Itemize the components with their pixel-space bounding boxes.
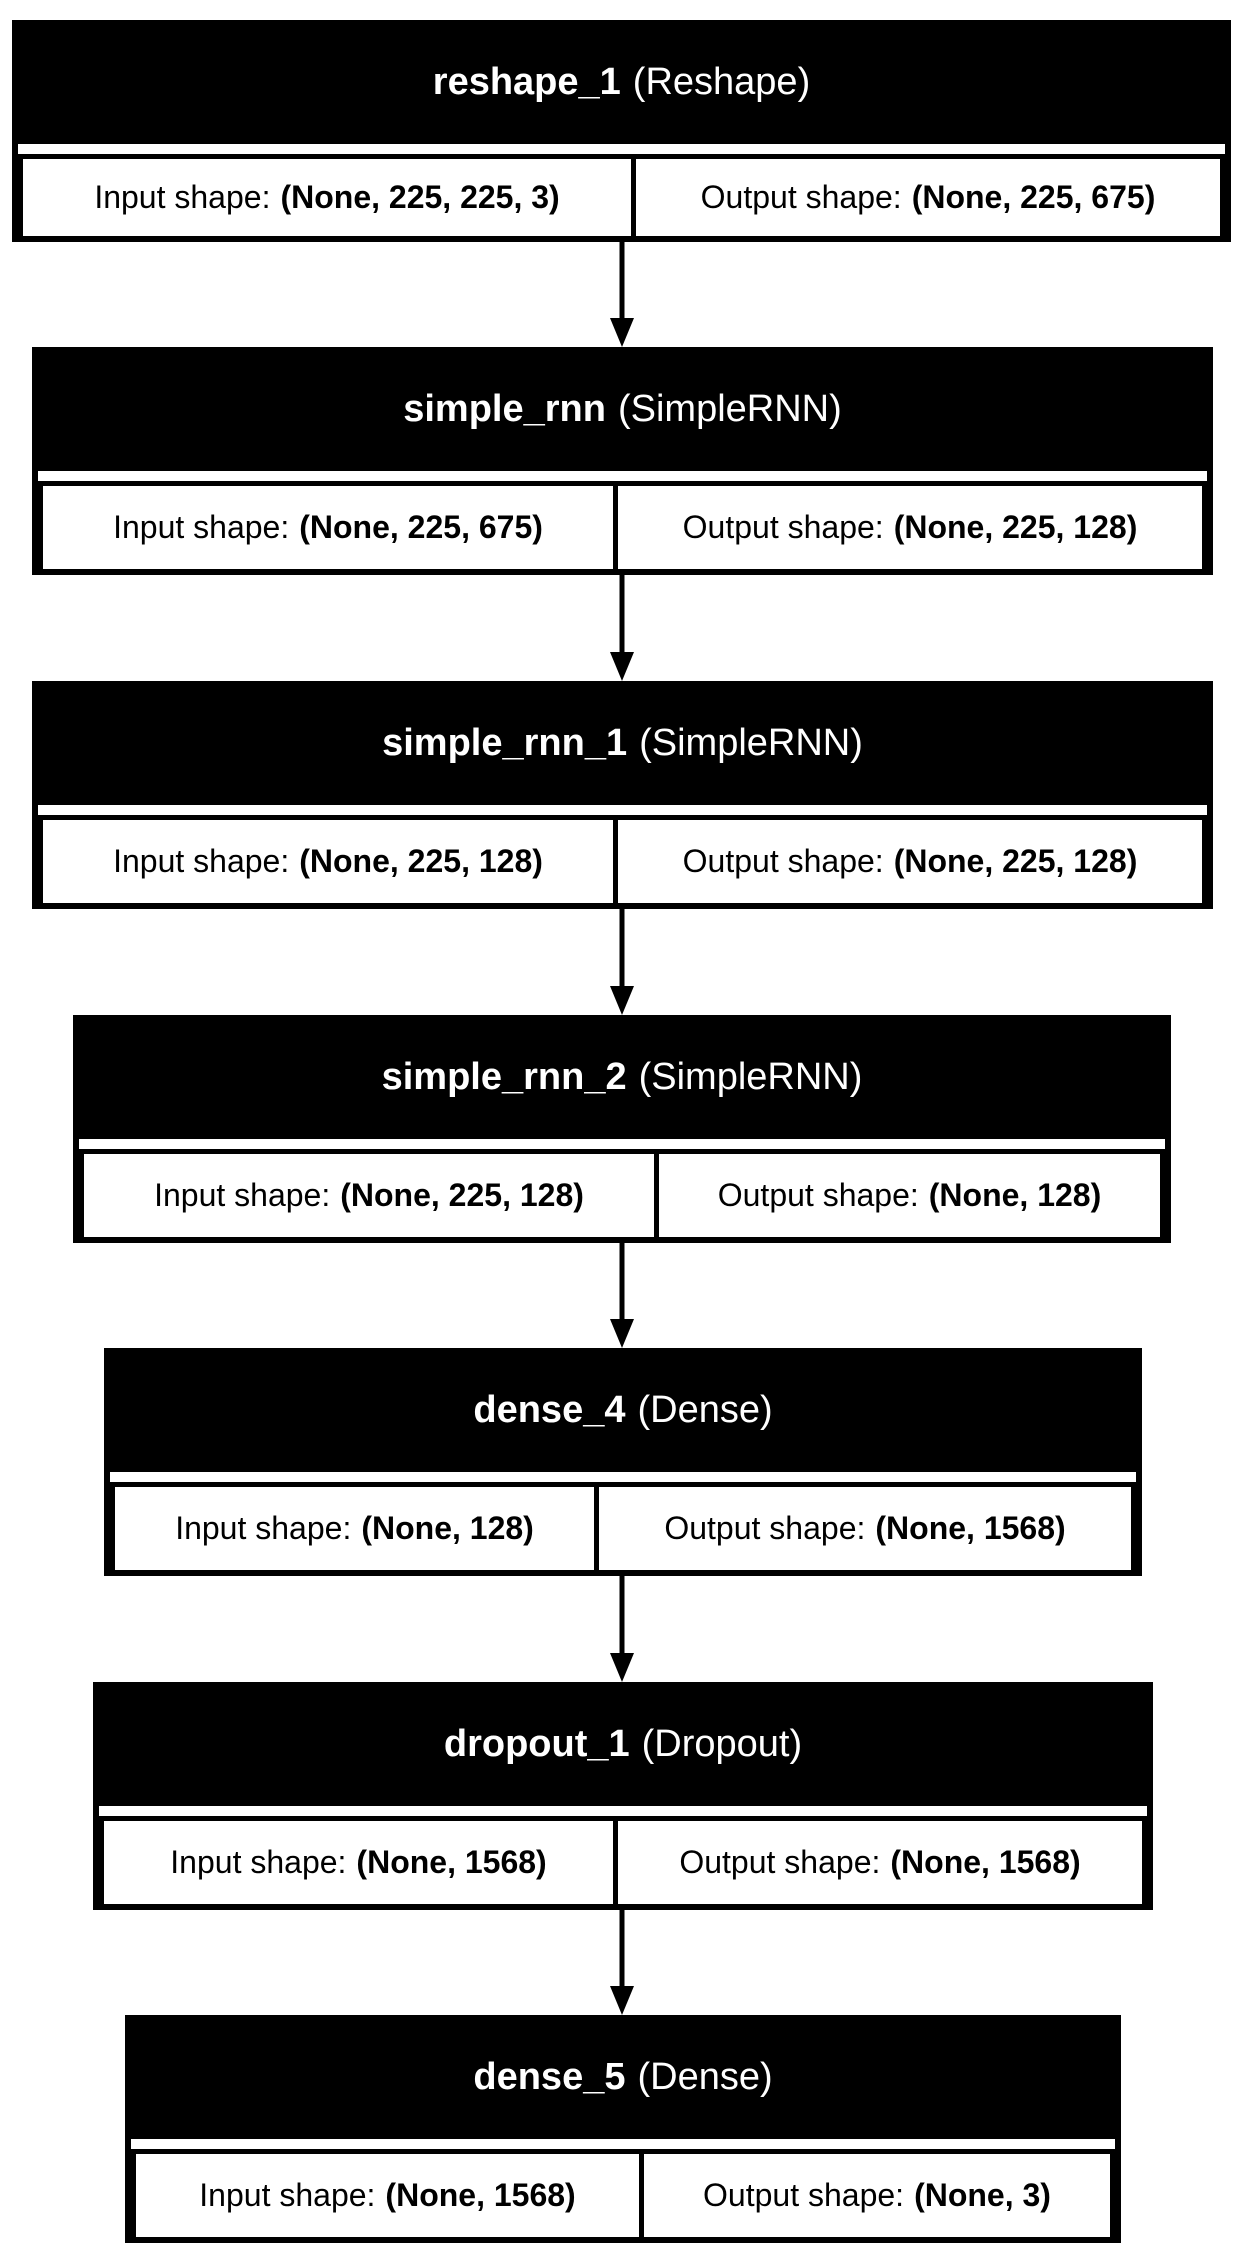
layer-header: simple_rnn_1 (SimpleRNN) (32, 681, 1213, 805)
layer-name: simple_rnn (403, 387, 606, 430)
input-shape-label: Input shape: (113, 843, 290, 879)
layer-type: (Dropout) (641, 1722, 803, 1765)
layer-type: (SimpleRNN) (639, 721, 863, 764)
layer-type: (Dense) (637, 1388, 773, 1431)
output-shape-cell: Output shape: (None, 225, 128) (613, 815, 1207, 903)
output-shape-value: (None, 225, 128) (893, 843, 1138, 879)
layer-node-dense-4: dense_4 (Dense) Input shape: (None, 128)… (104, 1348, 1142, 1576)
layer-name: reshape_1 (432, 60, 621, 103)
layer-shapes: Input shape: (None, 225, 128) Output sha… (73, 1139, 1171, 1243)
input-shape-label: Input shape: (154, 1177, 331, 1213)
layer-name: dense_5 (473, 2055, 626, 2098)
layer-name: dropout_1 (443, 1722, 630, 1765)
layer-node-dense-5: dense_5 (Dense) Input shape: (None, 1568… (125, 2015, 1121, 2243)
input-shape-label: Input shape: (199, 2177, 376, 2213)
output-shape-label: Output shape: (682, 843, 884, 879)
layer-node-simple-rnn: simple_rnn (SimpleRNN) Input shape: (Non… (32, 347, 1213, 575)
output-shape-cell: Output shape: (None, 3) (639, 2149, 1115, 2237)
output-shape-label: Output shape: (700, 179, 902, 215)
layer-shapes: Input shape: (None, 225, 225, 3) Output … (12, 144, 1231, 242)
input-shape-value: (None, 1568) (385, 2177, 576, 2213)
output-shape-cell: Output shape: (None, 128) (654, 1149, 1165, 1237)
input-shape-label: Input shape: (94, 179, 271, 215)
input-shape-label: Input shape: (113, 509, 290, 545)
layer-node-reshape-1: reshape_1 (Reshape) Input shape: (None, … (12, 20, 1231, 242)
layer-type: (Reshape) (632, 60, 811, 103)
output-shape-label: Output shape: (682, 509, 884, 545)
arrow-reshape-to-rnn (610, 242, 634, 347)
layer-header: dropout_1 (Dropout) (93, 1682, 1153, 1806)
layer-node-simple-rnn-2: simple_rnn_2 (SimpleRNN) Input shape: (N… (73, 1015, 1171, 1243)
layer-shapes: Input shape: (None, 225, 675) Output sha… (32, 471, 1213, 575)
arrow-dropout1-to-dense5 (610, 1910, 634, 2015)
input-shape-cell: Input shape: (None, 225, 128) (79, 1149, 659, 1237)
output-shape-value: (None, 3) (914, 2177, 1051, 2213)
layer-name: simple_rnn_1 (382, 721, 628, 764)
layer-header: dense_5 (Dense) (125, 2015, 1121, 2139)
output-shape-label: Output shape: (703, 2177, 905, 2213)
layer-header: reshape_1 (Reshape) (12, 20, 1231, 144)
arrow-dense4-to-dropout1 (610, 1576, 634, 1682)
output-shape-cell: Output shape: (None, 1568) (594, 1482, 1136, 1570)
output-shape-value: (None, 225, 128) (893, 509, 1138, 545)
output-shape-value: (None, 128) (928, 1177, 1102, 1213)
layer-shapes: Input shape: (None, 1568) Output shape: … (125, 2139, 1121, 2243)
layer-type: (SimpleRNN) (638, 1055, 863, 1098)
layer-header: dense_4 (Dense) (104, 1348, 1142, 1472)
input-shape-cell: Input shape: (None, 225, 225, 3) (18, 154, 636, 236)
arrow-rnn-to-rnn1 (610, 575, 634, 681)
output-shape-value: (None, 1568) (890, 1844, 1081, 1880)
layer-shapes: Input shape: (None, 225, 128) Output sha… (32, 805, 1213, 909)
output-shape-value: (None, 225, 675) (911, 179, 1156, 215)
input-shape-value: (None, 1568) (356, 1844, 547, 1880)
output-shape-cell: Output shape: (None, 1568) (613, 1816, 1147, 1904)
layer-type: (Dense) (637, 2055, 773, 2098)
layer-name: simple_rnn_2 (381, 1055, 627, 1098)
output-shape-cell: Output shape: (None, 225, 128) (613, 481, 1207, 569)
input-shape-label: Input shape: (170, 1844, 347, 1880)
input-shape-cell: Input shape: (None, 225, 128) (38, 815, 618, 903)
input-shape-label: Input shape: (175, 1510, 352, 1546)
output-shape-label: Output shape: (679, 1844, 881, 1880)
layer-shapes: Input shape: (None, 1568) Output shape: … (93, 1806, 1153, 1910)
layer-header: simple_rnn_2 (SimpleRNN) (73, 1015, 1171, 1139)
input-shape-value: (None, 225, 128) (340, 1177, 584, 1213)
input-shape-cell: Input shape: (None, 1568) (131, 2149, 644, 2237)
input-shape-value: (None, 128) (361, 1510, 534, 1546)
output-shape-label: Output shape: (717, 1177, 919, 1213)
output-shape-cell: Output shape: (None, 225, 675) (631, 154, 1225, 236)
input-shape-value: (None, 225, 128) (299, 843, 543, 879)
arrow-rnn2-to-dense4 (610, 1243, 634, 1348)
output-shape-label: Output shape: (664, 1510, 866, 1546)
layer-shapes: Input shape: (None, 128) Output shape: (… (104, 1472, 1142, 1576)
input-shape-cell: Input shape: (None, 1568) (99, 1816, 618, 1904)
input-shape-value: (None, 225, 225, 3) (280, 179, 560, 215)
layer-type: (SimpleRNN) (617, 387, 842, 430)
input-shape-cell: Input shape: (None, 225, 675) (38, 481, 618, 569)
arrow-rnn1-to-rnn2 (610, 909, 634, 1015)
layer-header: simple_rnn (SimpleRNN) (32, 347, 1213, 471)
layer-node-dropout-1: dropout_1 (Dropout) Input shape: (None, … (93, 1682, 1153, 1910)
layer-name: dense_4 (473, 1388, 626, 1431)
input-shape-value: (None, 225, 675) (299, 509, 543, 545)
input-shape-cell: Input shape: (None, 128) (110, 1482, 599, 1570)
layer-node-simple-rnn-1: simple_rnn_1 (SimpleRNN) Input shape: (N… (32, 681, 1213, 909)
output-shape-value: (None, 1568) (875, 1510, 1066, 1546)
